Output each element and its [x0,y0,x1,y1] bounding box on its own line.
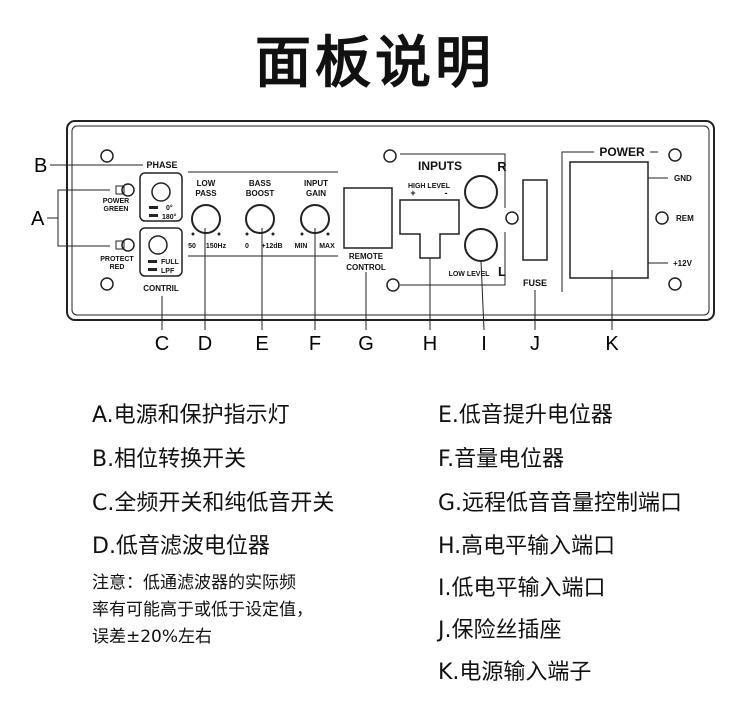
callout-h: H [423,333,437,355]
callout-d: D [198,333,212,355]
protect-led [121,238,135,252]
legend-item-i: I.低电平输入端口 [438,576,606,601]
plus12v-label: +12V [673,259,693,268]
legend-item-c: C.全频开关和纯低音开关 [92,491,335,516]
note-line-1: 注意：低通滤波器的实际频 [92,573,296,593]
legend-item-a: A.电源和保护指示灯 [92,403,290,428]
rca-input-r [464,175,498,209]
remote-label-1: REMOTE [349,252,384,261]
protect-red-label-1: PROTECT [100,256,134,263]
panel-outer-frame [66,120,715,321]
lpf-label: LPF [161,268,175,275]
low-pass-knob [191,204,221,234]
legend-item-h: H.高电平输入端口 [438,534,616,559]
rca-input-l [464,228,498,262]
callout-i: I [481,333,487,355]
legend-item-j: J.保险丝插座 [438,618,562,643]
input-l-label: L [498,264,506,279]
phase-0-label: 0° [166,204,173,212]
callout-c: C [155,333,169,355]
full-label: FULL [161,259,180,266]
low-pass-max: 150Hz [206,243,227,250]
low-pass-min: 50 [188,243,196,250]
callout-f: F [309,333,321,355]
legend-item-d: D.低音滤波电位器 [92,534,270,559]
legend-item-b: B.相位转换开关 [92,447,247,472]
note-line-2: 率有可能高于或低于设定值， [92,600,313,620]
fuse-holder [522,179,548,261]
mount-hole-right-top [668,148,682,162]
phase-switch-button [151,182,171,202]
mount-hole-bottom-left [100,277,114,291]
bass-boost-label-2: BOOST [246,189,275,198]
high-level-plus: + [410,188,415,198]
high-level-minus: - [445,188,448,198]
legend-item-f: F.音量电位器 [438,447,565,472]
low-pass-label-2: PASS [195,189,217,198]
phase-switch-box [139,172,183,222]
protect-red-label-2: RED [110,264,125,271]
gain-max: MAX [319,243,335,250]
callout-e: E [255,333,268,355]
bass-min: 0 [245,243,249,250]
mount-hole-inputs-top [383,149,397,163]
low-level-label: LOW LEVEL [449,271,491,278]
phase-180-label: 180° [162,213,177,221]
power-terminal-block [569,161,649,279]
mount-hole-inputs-right [505,211,519,225]
input-gain-label-1: INPUT [304,179,328,188]
inputs-label: INPUTS [418,159,462,173]
mount-hole-inputs-bottom [386,278,400,292]
power-label: POWER [599,145,645,159]
note-line-3: 误差±20%左右 [92,627,213,647]
remote-label-2: CONTROL [346,263,386,272]
high-level-label: HIGH LEVEL [408,183,451,190]
callout-a: A [31,208,45,230]
contril-label: CONTRIL [143,284,179,293]
legend-item-g: G.远程低音音量控制端口 [438,491,683,516]
callout-b: B [34,155,47,177]
bass-boost-label-1: BASS [249,179,272,188]
full-lpf-switch-box [139,227,183,277]
gnd-label: GND [674,174,692,183]
panel-inner-frame [71,125,710,316]
bass-max: +12dB [261,243,282,250]
mount-hole-right-bottom [668,277,682,291]
bass-boost-knob [245,204,275,234]
low-pass-label-1: LOW [197,179,216,188]
callout-g: G [358,333,374,355]
mount-hole-right-mid [655,211,669,225]
remote-control-port [343,187,393,249]
power-green-label-1: POWER [103,198,129,205]
input-gain-label-2: GAIN [306,189,326,198]
full-lpf-switch-button [148,235,168,255]
input-r-label: R [497,159,507,174]
page-title: 面板说明 [255,31,495,96]
legend-item-e: E.低音提升电位器 [438,403,613,428]
power-led [121,183,135,197]
phase-label: PHASE [146,160,177,170]
fuse-label: FUSE [523,278,547,288]
high-level-input-connector [399,199,460,259]
callout-k: K [605,333,619,355]
legend-item-k: K.电源输入端子 [438,660,592,685]
power-green-label-2: GREEN [104,206,129,213]
mount-hole-top-left [100,149,114,163]
callout-j: J [530,333,540,355]
rem-label: REM [676,214,694,223]
gain-min: MIN [295,243,308,250]
